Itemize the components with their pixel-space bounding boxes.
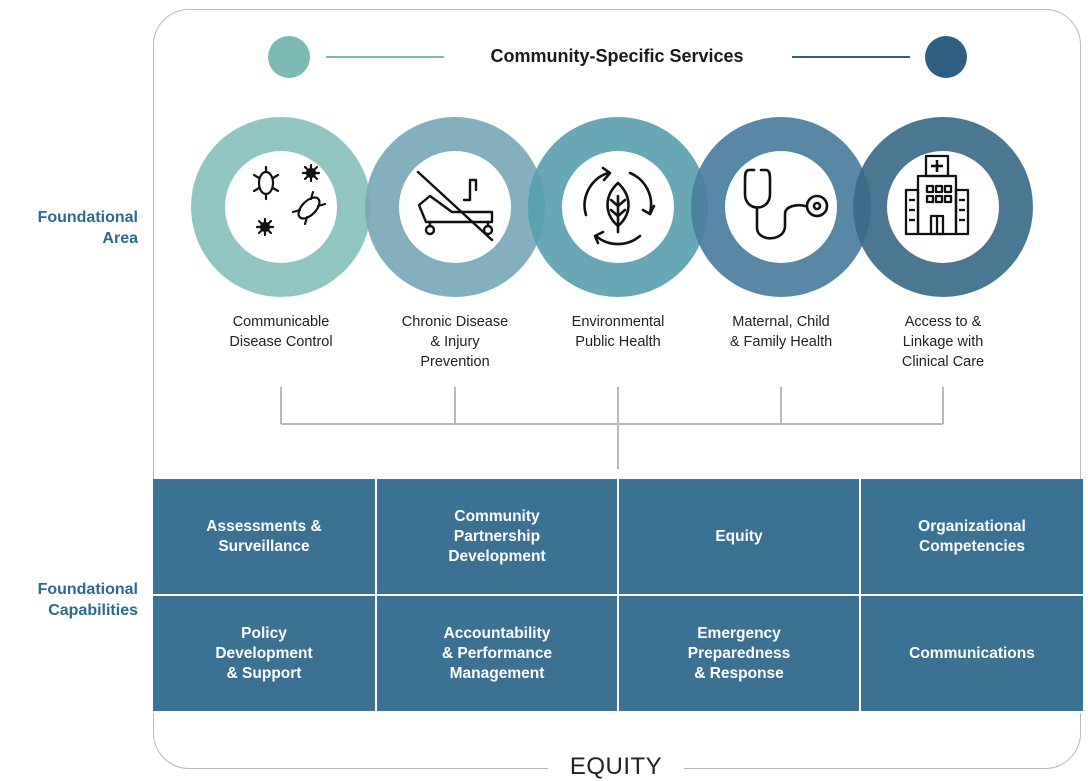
area-label-communicable-disease: Communicable Disease Control [229, 314, 333, 350]
foundational-capabilities-grid: Assessments & Surveillance Community Par… [153, 479, 1083, 713]
connector-bracket [280, 387, 944, 469]
capability-policy-development: Policy Development & Support [153, 596, 375, 711]
germs-icon [252, 163, 327, 237]
foundational-area-label: Foundational Area [37, 209, 138, 247]
no-hospital-bed-icon [416, 170, 494, 242]
stethoscope-icon [743, 168, 829, 240]
recycle-leaf-icon [583, 166, 656, 246]
icon-disc-communicable [225, 151, 337, 263]
capability-organizational-competencies: Organizational Competencies [861, 479, 1083, 594]
area-label-environmental-health: Environmental Public Health [571, 314, 665, 350]
capability-assessments-surveillance: Assessments & Surveillance [153, 479, 375, 594]
capability-emergency-preparedness: Emergency Preparedness & Response [619, 596, 859, 711]
foundational-capabilities-label: Foundational Capabilities [37, 581, 138, 619]
community-specific-services-title: Community-Specific Services [490, 46, 744, 66]
area-label-maternal-health: Maternal, Child & Family Health [729, 314, 833, 350]
icon-disc-clinical [887, 151, 999, 263]
header-left-dot [268, 36, 310, 78]
capability-community-partnership: Community Partnership Development [377, 479, 617, 594]
capability-accountability-performance: Accountability & Performance Management [377, 596, 617, 711]
capability-communications: Communications [861, 596, 1083, 711]
hospital-building-icon [904, 154, 970, 236]
area-label-clinical-care: Access to & Linkage with Clinical Care [901, 314, 985, 370]
header-right-line [792, 56, 910, 58]
area-label-chronic-disease: Chronic Disease & Injury Prevention [401, 314, 509, 370]
header-left-line [326, 56, 444, 58]
icon-disc-maternal [725, 151, 837, 263]
ring-group [191, 117, 1033, 297]
header-right-dot [925, 36, 967, 78]
equity-footer-label: EQUITY [548, 753, 684, 781]
capability-equity: Equity [619, 479, 859, 594]
